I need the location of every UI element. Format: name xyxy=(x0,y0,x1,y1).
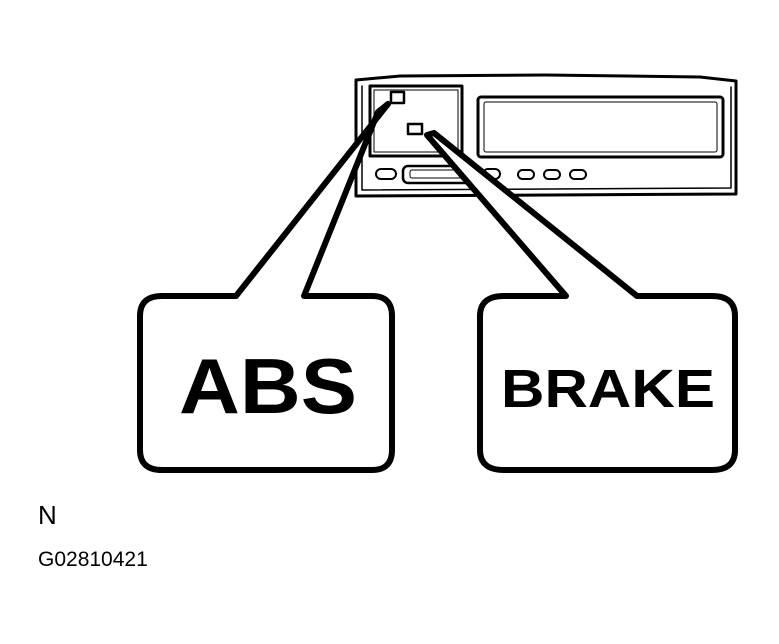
abs-callout-bubble xyxy=(137,101,395,473)
warning-lamp-panel xyxy=(368,84,464,158)
cluster-outline xyxy=(354,73,738,198)
cluster-button xyxy=(375,168,397,180)
brake-callout-label: BRAKE xyxy=(501,359,715,419)
cluster-button xyxy=(517,169,535,180)
view-letter: N xyxy=(38,500,57,530)
display-window xyxy=(476,95,725,159)
figure-code: G02810421 xyxy=(38,548,148,571)
display-window-inner xyxy=(483,101,718,153)
instrument-cluster xyxy=(354,73,738,198)
cluster-button xyxy=(543,169,561,180)
abs-callout-label: ABS xyxy=(179,342,357,430)
brake-callout-bubble xyxy=(424,130,738,473)
abs-indicator-lamp xyxy=(389,90,406,105)
cluster-button xyxy=(569,169,587,180)
brake-indicator-lamp xyxy=(406,122,424,136)
